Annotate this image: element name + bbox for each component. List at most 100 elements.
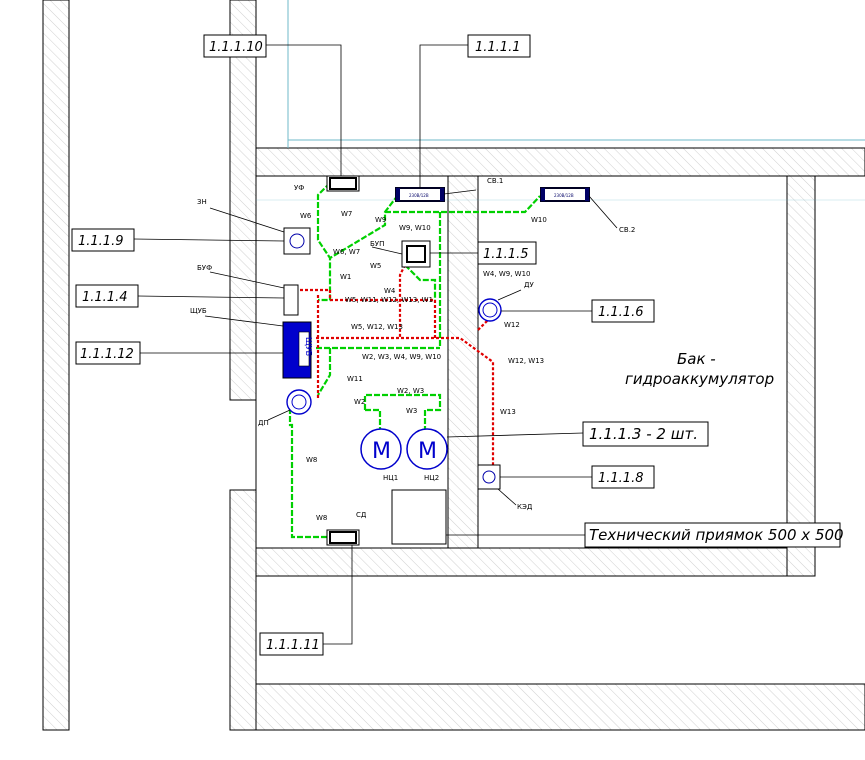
- tag-t5: 1.1.1.4: [82, 290, 127, 305]
- room-tank: [477, 175, 788, 549]
- wire-label-w11: W11: [347, 375, 363, 383]
- sv1-inner-text: 230В/12В: [409, 193, 429, 198]
- technical-pit: [391, 489, 447, 545]
- uf-device-inner: [329, 177, 357, 190]
- wire-label-w13: W13: [500, 408, 516, 416]
- tag-box-t4: [477, 241, 537, 265]
- nc2-label: НЦ2: [424, 474, 439, 482]
- tag-t8: 1.1.1.3 - 2 шт.: [589, 425, 698, 443]
- wire-label-w8a: W8: [306, 456, 317, 464]
- sv2-label: СВ.2: [619, 226, 635, 234]
- du-label: ДУ: [524, 281, 534, 289]
- wire-label-w2: W2: [354, 398, 365, 406]
- tag-t9: 1.1.1.8: [598, 471, 643, 486]
- sv2-cap-right: [585, 188, 589, 201]
- tag-t3: 1.1.1.9: [78, 234, 123, 249]
- buf-device: [283, 284, 299, 316]
- tag-box-t10: [584, 522, 841, 548]
- wire-green-w3: [363, 393, 442, 432]
- leader-t2: [419, 44, 468, 188]
- wire-label-w6: W6: [300, 212, 312, 220]
- zn-label: ЗН: [197, 198, 207, 206]
- wire-label-w6w7: W6, W7: [333, 248, 360, 256]
- tank-label-line-1: Бак -: [677, 350, 716, 368]
- wall-top: [255, 147, 865, 177]
- buf-label: БУФ: [197, 264, 212, 272]
- leader-t11: [323, 545, 353, 645]
- leader-du: [497, 289, 522, 301]
- shchub-inner-text: ЩУБ: [304, 337, 313, 356]
- dp-sensor: [286, 389, 312, 415]
- leader-buf: [209, 271, 285, 289]
- bup-device-inner: [406, 245, 426, 263]
- wire-label-w5w12w13: W5, W12, W13: [351, 323, 403, 331]
- wire-label-w4w9w10: W4, W9, W10: [483, 270, 530, 278]
- tank-label-line-2: гидроаккумулятор: [625, 370, 774, 388]
- sd-label: СД: [356, 511, 367, 519]
- wall-divider: [447, 175, 479, 549]
- nc1-label: НЦ1: [383, 474, 398, 482]
- wire-label-w9: W9: [375, 216, 386, 224]
- wire-red-w5: [398, 264, 406, 338]
- leader-dp: [267, 409, 291, 421]
- pump-motor-1-letter: M: [372, 439, 391, 464]
- tag-t2: 1.1.1.1: [475, 40, 520, 55]
- wire-label-w12w13: W12, W13: [508, 357, 544, 365]
- sv1-cap-right: [440, 188, 444, 201]
- dp-label: ДП: [258, 419, 269, 427]
- wall-upper-left: [229, 0, 257, 401]
- wire-label-w1: W1: [340, 273, 351, 281]
- du-sensor: [478, 298, 502, 322]
- du-sensor-inner: [482, 302, 498, 318]
- tag-t1: 1.1.1.10: [209, 40, 263, 55]
- wire-green-w10: [385, 195, 541, 214]
- wire-label-w4: W4: [384, 287, 396, 295]
- tag-box-t3: [71, 228, 135, 252]
- shchub-panel-window: [298, 331, 310, 367]
- tag-box-t9: [591, 465, 655, 489]
- tag-t11: 1.1.1.11: [266, 638, 320, 653]
- leader-t5: [137, 295, 285, 299]
- wire-label-w2w3: W2, W3: [397, 387, 424, 395]
- tag-box-t7: [75, 341, 141, 365]
- wire-red-w1: [300, 288, 435, 302]
- sv2-cap-left: [541, 188, 545, 201]
- leader-bup: [371, 246, 403, 255]
- leader-zn: [209, 207, 285, 233]
- wall-lower-left: [229, 489, 257, 731]
- tag-box-t8: [582, 421, 709, 447]
- leader-sv2: [588, 195, 618, 229]
- sv2-inner-text: 230В/12В: [554, 193, 574, 198]
- leader-sv1: [443, 189, 477, 195]
- leader-t8: [446, 432, 584, 438]
- pump-motor-2: [406, 428, 448, 470]
- wire-label-w9w10: W9, W10: [399, 224, 431, 232]
- dp-sensor-inner: [291, 394, 307, 410]
- zn-device-circle: [289, 233, 305, 249]
- wire-label-w10: W10: [531, 216, 547, 224]
- tag-t10: Технический приямок 500 х 500: [589, 526, 844, 544]
- wire-green-w8: [288, 400, 330, 539]
- wire-label-w5: W5: [370, 262, 381, 270]
- tag-t6: 1.1.1.6: [598, 305, 643, 320]
- wire-green-w9: [329, 194, 399, 259]
- wire-label-w8b: W8: [316, 514, 327, 522]
- sv1-cap-left: [396, 188, 400, 201]
- shchub-label: ЩУБ: [190, 307, 207, 315]
- tag-t4: 1.1.1.5: [483, 247, 528, 262]
- wire-green-w11: [317, 348, 332, 396]
- leader-t3: [133, 238, 285, 242]
- wire-red-w12: [316, 336, 495, 468]
- wire-label-w2list: W2, W3, W4, W9, W10: [362, 353, 441, 361]
- tag-t7: 1.1.1.12: [80, 347, 134, 362]
- wire-label-w5list: W5, W11, W12, W13, W1: [345, 296, 433, 304]
- tag-box-t11: [259, 632, 324, 656]
- pump-motor-1: [360, 428, 402, 470]
- wire-green-uf: [316, 182, 332, 302]
- ked-device-circle: [482, 470, 496, 484]
- wall-right: [786, 175, 816, 577]
- tag-box-t6: [591, 299, 655, 323]
- ked-label: КЭД: [517, 503, 533, 511]
- tag-box-t5: [75, 284, 139, 308]
